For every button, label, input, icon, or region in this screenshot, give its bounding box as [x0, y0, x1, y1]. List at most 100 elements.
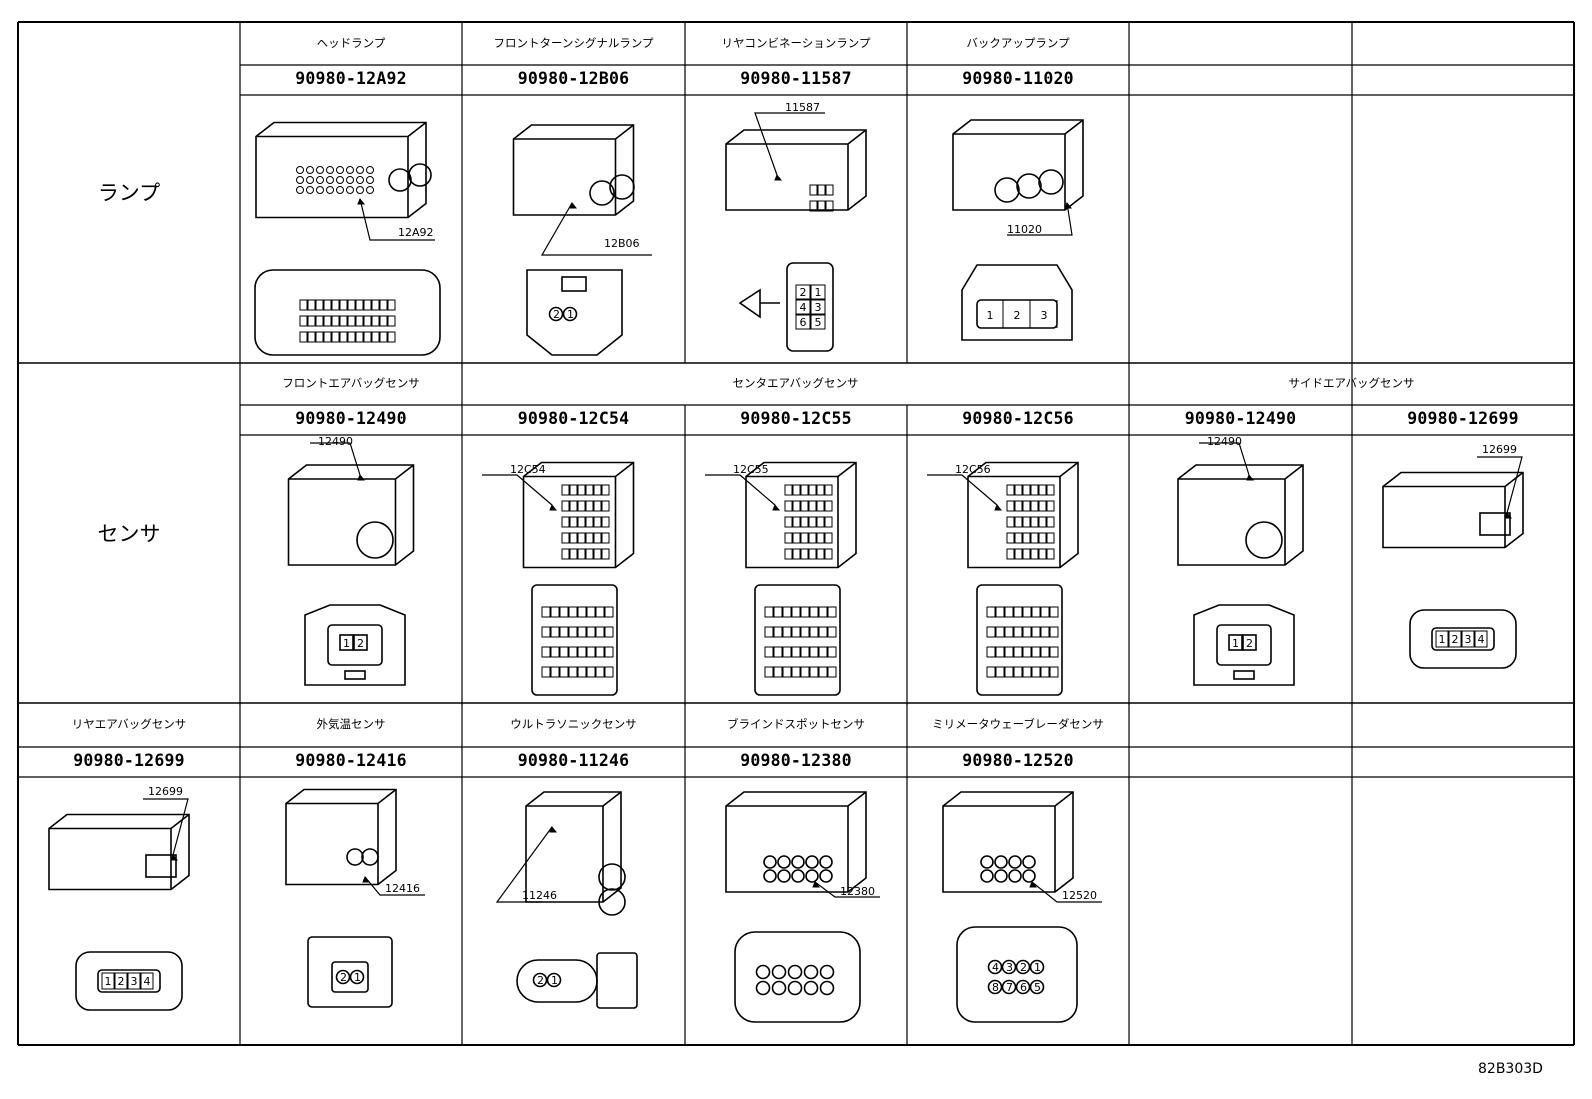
part-number: 90980-11020 [962, 69, 1074, 88]
pin-cavity [827, 646, 837, 658]
leader-line [705, 474, 776, 506]
pin-frame [327, 624, 383, 666]
pin-cavity [541, 626, 551, 638]
pin-cavity [315, 315, 324, 327]
pin-cavity [595, 606, 605, 618]
connector-housing [745, 461, 857, 569]
pin-cavity [1006, 500, 1015, 512]
pin-cavity [326, 176, 334, 184]
pin-number: 1 [105, 975, 112, 988]
arrow-head [1246, 474, 1255, 481]
pin-number: 1 [1232, 637, 1239, 650]
pin-cavity [784, 548, 793, 560]
pin-number: 6 [800, 316, 807, 329]
pin-cavity [568, 666, 578, 678]
pin-cavity [550, 666, 560, 678]
connector-ref-label: 12C54 [510, 463, 546, 476]
pin-cavity [808, 500, 817, 512]
connector-ref-label: 12490 [1207, 435, 1242, 448]
pin-cavity [101, 972, 115, 990]
connector-drawing: 12A92 [254, 121, 441, 356]
pin-cavity [808, 484, 817, 496]
pin-cavity [595, 666, 605, 678]
pin-cavity [1038, 532, 1047, 544]
pin-cavity [315, 299, 324, 311]
part-number: 90980-12520 [962, 751, 1074, 770]
pin-cavity [604, 666, 614, 678]
pin-cavity [379, 315, 388, 327]
latch [596, 952, 638, 1009]
leader-line [310, 442, 361, 476]
pin-number: 3 [815, 301, 822, 314]
pin-number: 1 [551, 974, 558, 987]
pin-cavity [1022, 532, 1031, 544]
pin-cavity [1448, 630, 1462, 648]
pin-cavity [791, 646, 801, 658]
pin-cavity [355, 331, 364, 343]
pin-cavity [805, 855, 819, 869]
connector-name: フロントエアバッグセンサ [282, 376, 420, 390]
pin-cavity [1016, 173, 1042, 199]
pin-cavity [561, 484, 570, 496]
part-number: 90980-12A92 [295, 69, 407, 88]
pin-cavity [818, 646, 828, 658]
pin-cavity [792, 500, 801, 512]
pin-number: 4 [1478, 633, 1485, 646]
pin-cavity [577, 646, 587, 658]
part-number: 90980-12416 [295, 751, 407, 770]
connector-face [734, 931, 861, 1023]
pin-cavity [1474, 630, 1488, 648]
pin-cavity [339, 331, 348, 343]
pin-cavity [569, 548, 578, 560]
pin-cavity [1004, 606, 1014, 618]
pin-cavity [1022, 500, 1031, 512]
connector-ref-label: 12A92 [398, 226, 434, 239]
part-number: 90980-12490 [1184, 409, 1297, 428]
pin-number: 1 [1034, 961, 1041, 974]
leader-line [1199, 442, 1250, 476]
pin-cavity [763, 869, 777, 883]
pin-frame [1431, 627, 1495, 651]
arrow-head [362, 876, 371, 883]
connector-name: リヤコンビネーションランプ [721, 35, 871, 50]
connector-name: ウルトラソニックセンサ [510, 717, 637, 731]
connector-housing [725, 791, 867, 893]
pin-cavity [773, 646, 783, 658]
pin-cavity [819, 964, 835, 980]
pin-cavity [777, 855, 791, 869]
leader-line [364, 876, 425, 896]
pin-cavity [808, 532, 817, 544]
pin-cavity [366, 166, 374, 174]
arrow-head [772, 504, 781, 511]
connector-drawing: 12C55 [705, 461, 857, 696]
pin-cavity [1038, 516, 1047, 528]
part-number: 90980-12C56 [962, 409, 1074, 428]
pin-cavity [994, 177, 1020, 203]
pin-cavity [299, 299, 308, 311]
pin-cavity [809, 646, 819, 658]
pin-cavity [1040, 646, 1050, 658]
connector-drawing: 12C56 [927, 461, 1079, 696]
pin-cavity [586, 666, 596, 678]
pin-number: 1 [1439, 633, 1446, 646]
pin-cavity [816, 500, 825, 512]
pin-cavity [585, 516, 594, 528]
pin-cavity [1001, 979, 1017, 995]
pin-cavity [335, 969, 351, 985]
pin-cavity [1038, 500, 1047, 512]
arrow-head [1064, 202, 1073, 209]
pin-cavity [140, 972, 154, 990]
arrow-head [357, 198, 366, 205]
pin-number: 2 [553, 308, 560, 321]
pin-cavity [792, 548, 801, 560]
pin-cavity [782, 666, 792, 678]
pin-cavity [347, 299, 356, 311]
pin-cavity [541, 666, 551, 678]
pin-cavity [1049, 606, 1059, 618]
port-opening [1245, 521, 1283, 559]
part-number: 90980-12699 [1407, 409, 1519, 428]
